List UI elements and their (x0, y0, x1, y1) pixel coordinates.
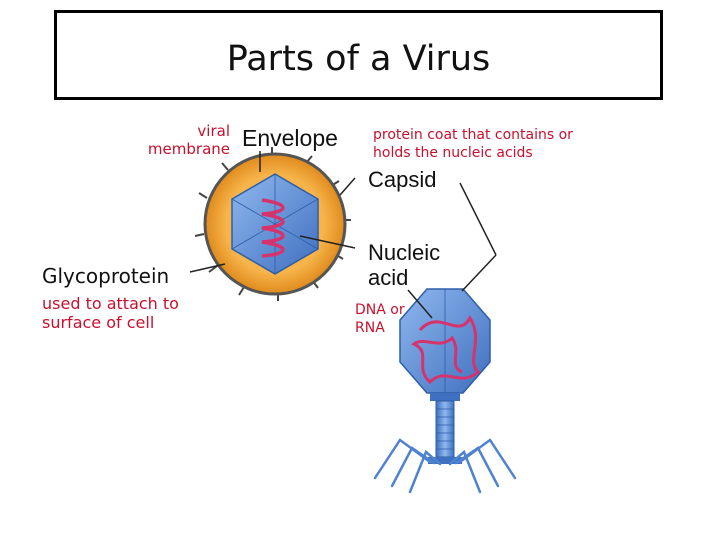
glycoprotein-description: used to attach to surface of cell (42, 294, 179, 332)
capsid-description: protein coat that contains or holds the … (373, 127, 573, 161)
phage-collar (430, 393, 460, 401)
dna-rna-label: DNA or RNA (355, 302, 405, 336)
capsid-label: Capsid (368, 167, 437, 192)
enveloped-virus (194, 147, 351, 301)
phage-nucleic-acid (411, 315, 481, 385)
viral-membrane-label: viral membrane (147, 122, 230, 158)
page-title: Parts of a Virus (226, 39, 491, 79)
envelope-label: Envelope (242, 125, 338, 151)
nucleic-acid-label: Nucleic acid (368, 240, 441, 290)
title-box: Parts of a Virus (54, 10, 663, 100)
bacteriophage (373, 288, 517, 494)
phage-baseplate (428, 457, 462, 464)
glycoprotein-label: Glycoprotein (42, 264, 170, 288)
enveloped-nucleic-acid (261, 198, 285, 258)
leader-lines (189, 151, 497, 319)
tail-fibers (373, 438, 517, 494)
